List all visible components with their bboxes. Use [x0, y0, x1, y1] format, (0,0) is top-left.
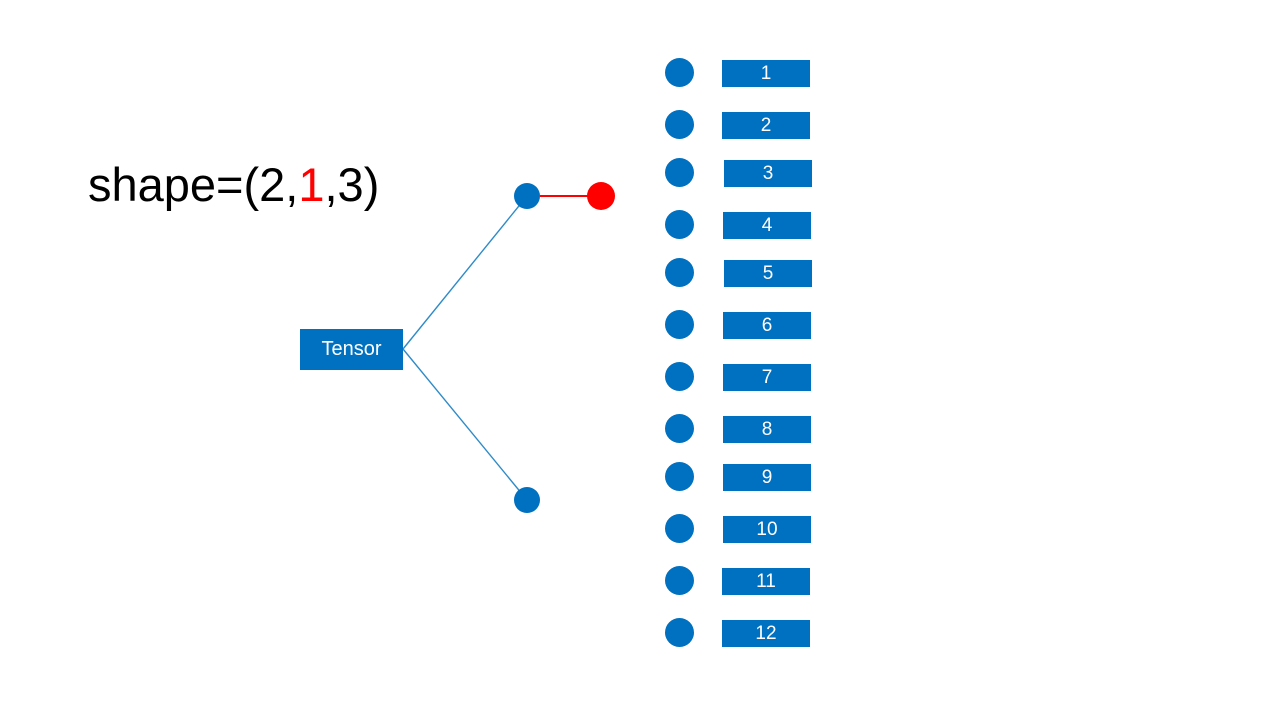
element-row: 7	[0, 360, 1280, 392]
element-dot-icon[interactable]	[665, 414, 694, 443]
element-dot-icon[interactable]	[665, 258, 694, 287]
element-row: 11	[0, 564, 1280, 596]
element-value-label: 6	[761, 314, 773, 336]
element-value-label: 9	[761, 466, 773, 488]
element-dot-icon[interactable]	[665, 210, 694, 239]
element-row: 9	[0, 460, 1280, 492]
element-value-label: 7	[761, 366, 773, 388]
element-value-box[interactable]: 6	[723, 312, 811, 339]
element-value-box[interactable]: 2	[722, 112, 810, 139]
element-row: 8	[0, 412, 1280, 444]
shape-formula-suffix: ,3)	[324, 158, 380, 211]
element-dot-icon[interactable]	[665, 362, 694, 391]
element-value-box[interactable]: 10	[723, 516, 811, 543]
branch-node-bottom[interactable]	[514, 487, 540, 513]
element-value-label: 8	[761, 418, 773, 440]
element-value-label: 4	[761, 214, 773, 236]
shape-formula-text: shape=(2,1,3)	[88, 155, 379, 215]
element-dot-icon[interactable]	[665, 110, 694, 139]
element-value-box[interactable]: 7	[723, 364, 811, 391]
element-value-box[interactable]: 11	[722, 568, 810, 595]
element-value-box[interactable]: 8	[723, 416, 811, 443]
element-row: 10	[0, 512, 1280, 544]
element-row: 12	[0, 616, 1280, 648]
shape-formula-highlight: 1	[298, 158, 325, 211]
element-dot-icon[interactable]	[665, 58, 694, 87]
element-dot-icon[interactable]	[665, 514, 694, 543]
element-row: 2	[0, 108, 1280, 140]
element-value-label: 11	[756, 570, 776, 592]
element-row: 4	[0, 208, 1280, 240]
element-dot-icon[interactable]	[665, 462, 694, 491]
element-value-box[interactable]: 12	[722, 620, 810, 647]
element-row: 5	[0, 256, 1280, 288]
element-value-box[interactable]: 1	[722, 60, 810, 87]
element-value-label: 12	[755, 622, 777, 644]
tensor-root-box[interactable]: Tensor	[300, 329, 403, 370]
element-value-box[interactable]: 4	[723, 212, 811, 239]
element-value-label: 2	[760, 114, 772, 136]
element-row: 6	[0, 308, 1280, 340]
element-value-label: 1	[760, 62, 772, 84]
element-value-box[interactable]: 9	[723, 464, 811, 491]
element-value-label: 3	[762, 162, 774, 184]
element-value-box[interactable]: 5	[724, 260, 812, 287]
element-row: 1	[0, 56, 1280, 88]
element-value-label: 5	[762, 262, 774, 284]
element-value-label: 10	[756, 518, 778, 540]
element-dot-icon[interactable]	[665, 310, 694, 339]
element-value-box[interactable]: 3	[724, 160, 812, 187]
shape-formula-prefix: shape=(2,	[88, 158, 299, 211]
element-dot-icon[interactable]	[665, 618, 694, 647]
element-dot-icon[interactable]	[665, 158, 694, 187]
element-dot-icon[interactable]	[665, 566, 694, 595]
element-row: 3	[0, 156, 1280, 188]
branch-node-top[interactable]	[514, 183, 540, 209]
selected-node[interactable]	[587, 182, 615, 210]
tensor-root-label: Tensor	[321, 338, 382, 360]
